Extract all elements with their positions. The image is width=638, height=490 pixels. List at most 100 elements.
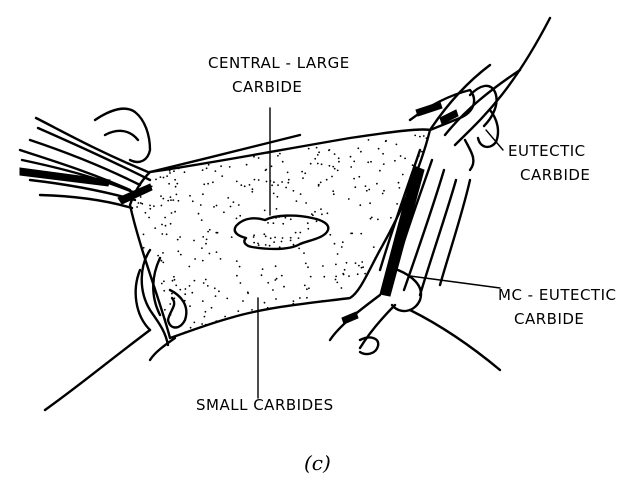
- small-carbide-dot: [276, 278, 278, 280]
- small-carbide-dot: [205, 311, 207, 313]
- small-carbide-dot: [239, 266, 241, 268]
- small-carbide-dot: [362, 266, 364, 268]
- small-carbide-dot: [169, 172, 171, 174]
- small-carbide-dot: [318, 185, 320, 187]
- small-carbide-dot: [277, 196, 279, 198]
- small-carbide-dot: [175, 285, 177, 287]
- small-carbide-dot: [321, 163, 323, 165]
- small-carbide-dot: [336, 282, 338, 284]
- small-carbide-dot: [327, 212, 329, 214]
- small-carbide-dot: [358, 265, 360, 267]
- small-carbide-dot: [285, 187, 287, 189]
- small-carbide-dot: [273, 241, 275, 243]
- small-carbide-dot: [303, 252, 305, 254]
- small-carbide-dot: [354, 186, 356, 188]
- small-carbide-dot: [332, 166, 334, 168]
- small-carbide-dot: [163, 177, 165, 179]
- small-carbide-dot: [163, 280, 165, 282]
- small-carbide-dot: [350, 166, 352, 168]
- small-carbide-dot: [275, 265, 277, 267]
- label-central-line2: CARBIDE: [232, 78, 302, 96]
- small-carbide-dot: [145, 212, 147, 214]
- eutectic-lower-left: [45, 250, 186, 410]
- small-carbide-dot: [387, 235, 389, 237]
- small-carbide-dot: [300, 193, 302, 195]
- small-carbide-dot: [162, 198, 164, 200]
- small-carbide-dot: [331, 176, 333, 178]
- small-carbide-dot: [334, 168, 336, 170]
- small-carbide-dot: [305, 263, 307, 265]
- small-carbide-dot: [160, 176, 162, 178]
- small-carbide-dot: [364, 273, 366, 275]
- small-carbide-dot: [320, 208, 322, 210]
- small-carbide-dot: [174, 211, 176, 213]
- small-carbide-dot: [356, 291, 358, 293]
- small-carbide-dot: [253, 156, 255, 158]
- small-carbide-dot: [143, 234, 145, 236]
- small-carbide-dot: [287, 182, 289, 184]
- small-carbide-dot: [203, 183, 205, 185]
- small-carbide-dot: [304, 172, 306, 174]
- small-carbide-dot: [188, 266, 190, 268]
- small-carbide-dot: [258, 179, 260, 181]
- small-carbide-dot: [273, 181, 275, 183]
- small-carbide-dot: [149, 208, 151, 210]
- small-carbide-dot: [307, 222, 309, 224]
- small-carbide-dot: [292, 303, 294, 305]
- small-carbide-dot: [368, 189, 370, 191]
- small-carbide-dot: [299, 297, 301, 299]
- small-carbide-dot: [203, 282, 205, 284]
- small-carbide-dot: [161, 260, 163, 262]
- small-carbide-dot: [193, 240, 195, 242]
- small-carbide-dot: [202, 193, 204, 195]
- label-mc-line1: MC - EUTECTIC: [498, 286, 617, 304]
- small-carbide-dot: [267, 152, 269, 154]
- small-carbide-dot: [329, 149, 331, 151]
- small-carbide-dot: [295, 232, 297, 234]
- small-carbide-dot: [189, 195, 191, 197]
- small-carbide-dot: [154, 227, 156, 229]
- small-carbide-dot: [220, 165, 222, 167]
- label-small-carbides: SMALL CARBIDES: [196, 396, 334, 414]
- small-carbide-dot: [360, 233, 362, 235]
- small-carbide-dot: [338, 161, 340, 163]
- label-eutectic-line1: EUTECTIC: [508, 142, 586, 160]
- small-carbide-dot: [321, 213, 323, 215]
- small-carbide-dot: [351, 233, 353, 235]
- small-carbide-dot: [383, 163, 385, 165]
- small-carbide-dot: [236, 260, 238, 262]
- small-carbide-dot: [353, 178, 355, 180]
- small-carbide-dot: [204, 316, 206, 318]
- small-carbide-dot: [267, 222, 269, 224]
- small-carbide-dot: [270, 307, 272, 309]
- small-carbide-dot: [320, 182, 322, 184]
- small-carbide-dot: [169, 303, 171, 305]
- small-carbide-dot: [359, 204, 361, 206]
- small-carbide-dot: [282, 237, 284, 239]
- small-carbide-dot: [361, 267, 363, 269]
- small-carbide-dot: [382, 153, 384, 155]
- small-carbide-dot: [174, 279, 176, 281]
- small-carbide-dot: [269, 245, 271, 247]
- small-carbide-dot: [190, 327, 192, 329]
- small-carbide-dot: [342, 273, 344, 275]
- small-carbide-dot: [173, 170, 175, 172]
- small-carbide-dot: [223, 211, 225, 213]
- small-carbide-dot: [240, 282, 242, 284]
- small-carbide-dot: [236, 275, 238, 277]
- small-carbide-dot: [164, 309, 166, 311]
- small-carbide-dot: [337, 253, 339, 255]
- small-carbide-dot: [296, 200, 298, 202]
- small-carbide-dot: [311, 213, 313, 215]
- small-carbide-dot: [189, 305, 191, 307]
- grain-outline: [130, 129, 430, 338]
- small-carbide-dot: [258, 157, 260, 159]
- small-carbide-dot: [329, 234, 331, 236]
- small-carbide-dot: [189, 285, 191, 287]
- small-carbide-dot: [184, 331, 186, 333]
- small-carbide-dot: [376, 183, 378, 185]
- small-carbide-dot: [273, 222, 275, 224]
- small-carbide-dot: [298, 237, 300, 239]
- small-carbide-dot: [361, 261, 363, 263]
- small-carbide-dot: [341, 287, 343, 289]
